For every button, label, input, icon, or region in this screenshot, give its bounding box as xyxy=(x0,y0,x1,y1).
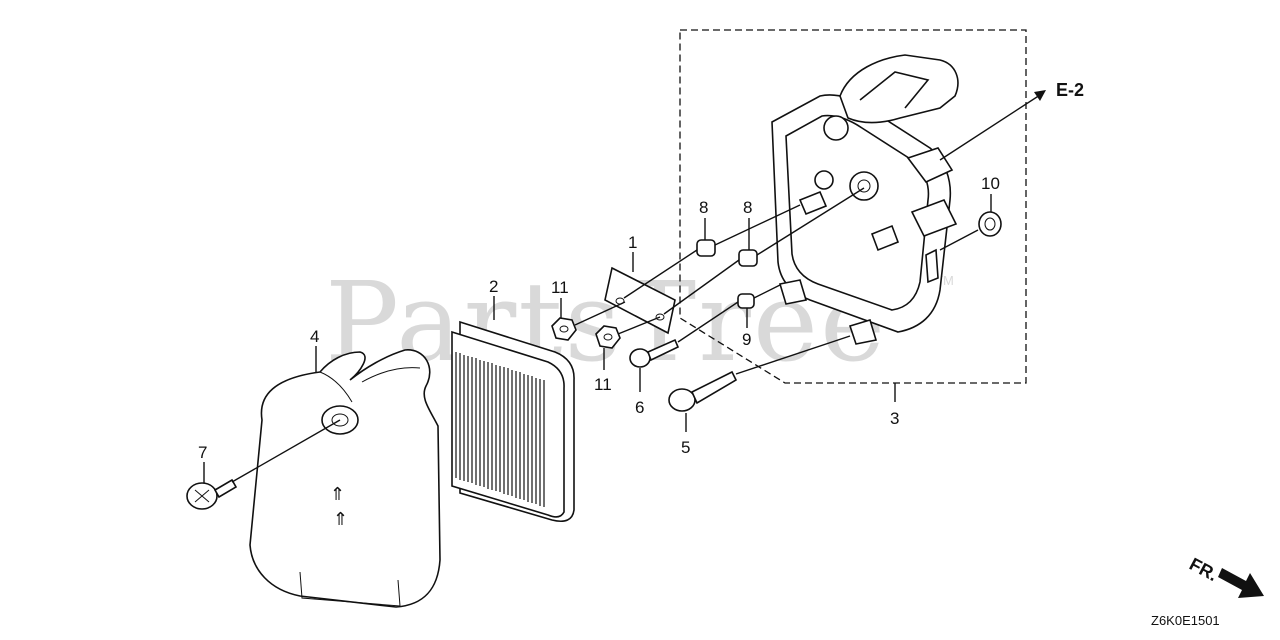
diagram-code: Z6K0E1501 xyxy=(1151,613,1220,628)
part-2-air-filter xyxy=(451,320,575,523)
leader-e2-reference xyxy=(939,94,1041,161)
callout-8b: 8 xyxy=(743,198,752,217)
leader-grommet-to-case xyxy=(939,229,979,251)
callout-6: 6 xyxy=(635,398,644,417)
leader-nut-b-to-gasket xyxy=(617,316,661,335)
leader-collar-8a-to-case xyxy=(714,204,801,246)
leader-collar-9-to-case xyxy=(753,284,781,299)
part-4-air-cleaner-cover: ⇑ ⇑ xyxy=(249,349,441,608)
callout-10: 10 xyxy=(981,174,1000,193)
reference-label-e2: E-2 xyxy=(1056,80,1084,100)
callout-11a: 11 xyxy=(551,278,569,297)
direction-label: FR. xyxy=(1186,554,1221,585)
part-6-bolt xyxy=(629,338,680,368)
part-10-grommet xyxy=(978,211,1002,237)
part-8-collar-b xyxy=(738,249,758,267)
cover-arrow-marks: ⇑ xyxy=(330,484,345,505)
callout-7: 7 xyxy=(198,443,207,462)
front-arrow-icon xyxy=(1218,568,1264,598)
leader-collar-8b-to-case xyxy=(756,187,865,256)
part-11-nut-a xyxy=(551,317,577,341)
callout-9: 9 xyxy=(742,330,751,349)
filter-pleats xyxy=(455,352,545,507)
callout-2: 2 xyxy=(489,277,498,296)
e2-arrow-head xyxy=(1034,90,1046,101)
callout-3: 3 xyxy=(890,409,899,428)
part-7-screw xyxy=(186,478,238,510)
part-9-collar xyxy=(737,293,755,309)
callout-leaders xyxy=(203,194,992,483)
leader-line-7-to-cover xyxy=(231,419,341,483)
leader-nut-a-to-gasket xyxy=(574,301,626,326)
callout-4: 4 xyxy=(310,327,319,346)
leader-bolt-5-to-case xyxy=(735,335,851,375)
assembly-leader-lines xyxy=(574,90,1046,375)
callout-8a: 8 xyxy=(699,198,708,217)
front-direction-indicator: FR. xyxy=(1186,554,1264,598)
part-5-bolt xyxy=(668,370,738,412)
callout-5: 5 xyxy=(681,438,690,457)
part-11-nut-b xyxy=(595,325,621,349)
part-3-air-cleaner-case xyxy=(771,54,959,345)
part-1-gasket xyxy=(604,266,676,335)
callout-1: 1 xyxy=(628,233,637,252)
part-8-collar-a xyxy=(696,239,716,257)
leader-bolt-6-to-collar-9 xyxy=(677,301,739,343)
leader-gasket-to-collar-8b xyxy=(663,259,740,315)
callout-11b: 11 xyxy=(594,375,612,394)
assembly-boundary xyxy=(679,29,1027,384)
leader-gasket-to-collar-8a xyxy=(623,249,698,299)
cover-arrow-marks-2: ⇑ xyxy=(333,509,348,530)
